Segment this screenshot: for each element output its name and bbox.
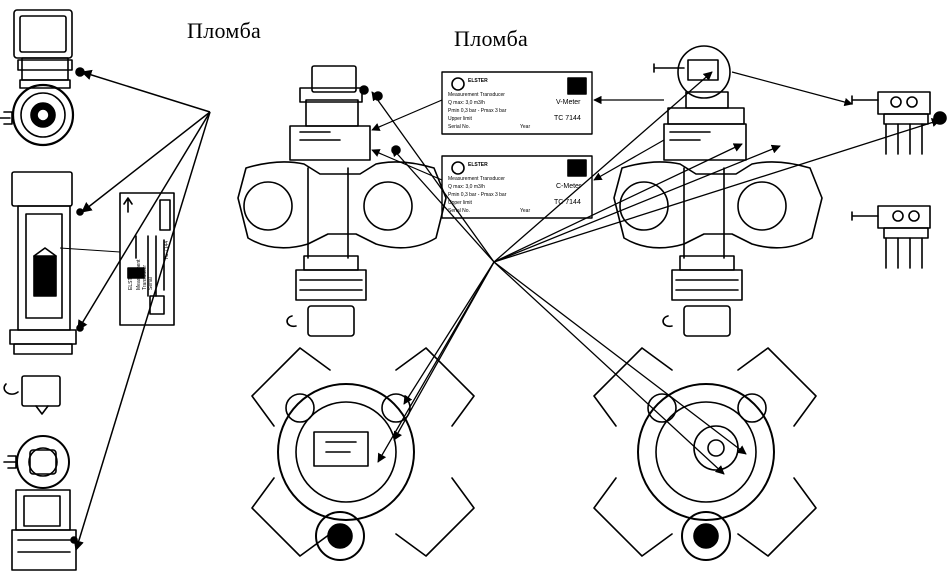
plate-top-line-2: Q max: 3,0 m3/h — [448, 100, 485, 106]
vplate-line-1: ELSTER — [128, 270, 134, 290]
plate-bottom-line-6: Year — [520, 208, 530, 214]
plate-top-type: TC 7144 — [554, 115, 581, 122]
nameplate-bottom — [441, 155, 593, 219]
left-top-view — [0, 9, 85, 147]
plate-bottom-brand: ELSTER — [468, 162, 488, 168]
plate-bottom-model: C-Meter — [556, 183, 582, 190]
plate-bottom-line-5: Serial No. — [448, 208, 470, 214]
plate-top-line-5: Serial No. — [448, 124, 470, 130]
center-left-assembly — [237, 65, 447, 337]
nameplate-bottom-text: ELSTER Measurement Transducer Q max: 3,0… — [448, 162, 582, 214]
vplate-line-4: Serial — [148, 277, 154, 290]
plate-top-model: V-Meter — [556, 99, 581, 106]
plate-top-line-6: Year — [520, 124, 530, 130]
seal-leader-arrows-center — [371, 71, 941, 475]
seal-leader-arrows-left — [73, 69, 211, 552]
plate-pointer-arrows — [371, 71, 853, 181]
bottom-left-x-view — [251, 347, 475, 561]
plate-top-line-3: Pmin 0,3 bar - Pmax 3 bar — [448, 108, 507, 114]
vplate-line-2: Measurement — [136, 259, 142, 290]
nameplate-top-text: ELSTER Measurement Transducer Q max: 3,0… — [448, 78, 581, 130]
plate-bottom-line-2: Q max: 3,0 m3/h — [448, 184, 485, 190]
vertical-nameplate — [119, 192, 175, 326]
plate-bottom-type: TC 7144 — [554, 199, 581, 206]
right-detail-bottom — [851, 205, 931, 269]
seal-label-left: Пломба — [187, 18, 262, 43]
plate-leader-line — [59, 247, 121, 253]
plate-bottom-line-3: Pmin 0,3 bar - Pmax 3 bar — [448, 192, 507, 198]
plate-bottom-line-1: Measurement Transducer — [448, 176, 505, 182]
vplate-line-3: Transducer — [142, 265, 148, 290]
plate-top-line-1: Measurement Transducer — [448, 92, 505, 98]
seal-label-center: Пломба — [454, 26, 529, 51]
plate-top-line-4: Upper limit — [448, 116, 473, 122]
bottom-right-x-view — [593, 347, 817, 561]
nameplate-top — [441, 71, 593, 135]
left-bottom-view — [3, 435, 78, 571]
plate-top-brand: ELSTER — [468, 78, 488, 84]
left-middle-view — [3, 171, 84, 415]
plate-bottom-line-4: Upper limit — [448, 200, 473, 206]
